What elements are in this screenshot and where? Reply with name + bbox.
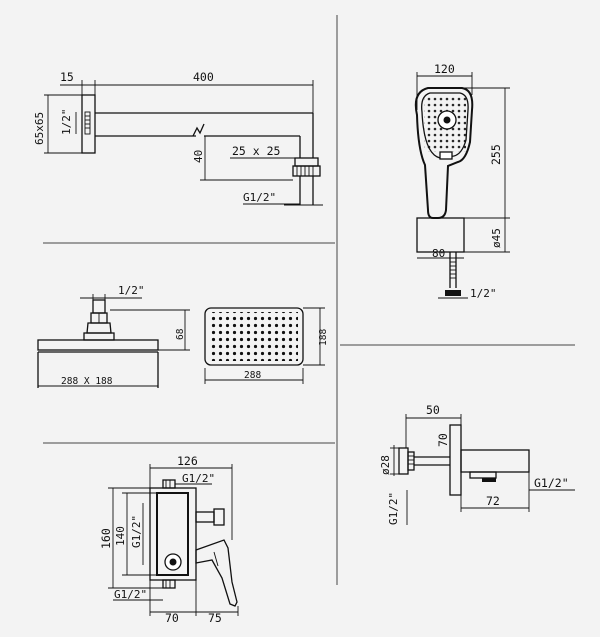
bath-spout-drawing (390, 414, 575, 525)
bath-spout-dim-inlet: G1/2" (387, 492, 400, 525)
shower-arm-dim-40: 40 (192, 150, 205, 163)
hand-shower-dim-connection: 1/2" (470, 287, 497, 300)
shower-arm-dim-outlet: G1/2" (243, 191, 276, 204)
overhead-shower-drawing (37, 294, 325, 388)
concealed-mixer-drawing (108, 464, 239, 616)
shower-arm-dim-inlet: 1/2" (60, 109, 73, 136)
shower-arm-dim-400: 400 (193, 70, 214, 84)
concealed-mixer-dim-top-conn: G1/2" (182, 472, 215, 485)
hand-shower-dim-255: 255 (489, 144, 503, 165)
panel-separators (43, 15, 575, 585)
shower-arm-drawing (44, 80, 323, 206)
overhead-shower-dim-188: 188 (318, 329, 329, 346)
concealed-mixer-dim-160: 160 (99, 528, 113, 549)
overhead-shower-dim-size: 288 X 188 (61, 376, 113, 387)
concealed-mixer-dim-75: 75 (208, 611, 222, 625)
shower-arm-dim-15: 15 (60, 70, 74, 84)
hand-shower-dim-80: 80 (432, 247, 445, 260)
bath-spout-dim-72: 72 (486, 494, 500, 508)
concealed-mixer-dim-side-conn: G1/2" (130, 515, 143, 548)
hand-shower-dim-45: ø45 (490, 228, 503, 248)
overhead-shower-dim-288: 288 (244, 370, 261, 381)
hand-shower-dim-120: 120 (434, 62, 455, 76)
bath-spout-dim-70: 70 (436, 433, 450, 447)
concealed-mixer-dim-140: 140 (114, 526, 127, 546)
overhead-shower-dim-connection: 1/2" (118, 284, 145, 297)
bath-spout-dim-28: ø28 (379, 455, 392, 475)
concealed-mixer-dim-70: 70 (165, 611, 179, 625)
bath-spout-dim-outlet: G1/2" (534, 476, 569, 490)
hand-shower-drawing (414, 72, 510, 299)
bath-spout-dim-50: 50 (426, 403, 440, 417)
shower-arm-dim-25x25: 25 x 25 (232, 144, 280, 158)
shower-arm-dim-65x65: 65x65 (33, 112, 46, 145)
concealed-mixer-dim-bottom-conn: G1/2" (114, 588, 147, 601)
concealed-mixer-dim-126: 126 (177, 454, 198, 468)
overhead-shower-dim-68: 68 (175, 328, 186, 340)
